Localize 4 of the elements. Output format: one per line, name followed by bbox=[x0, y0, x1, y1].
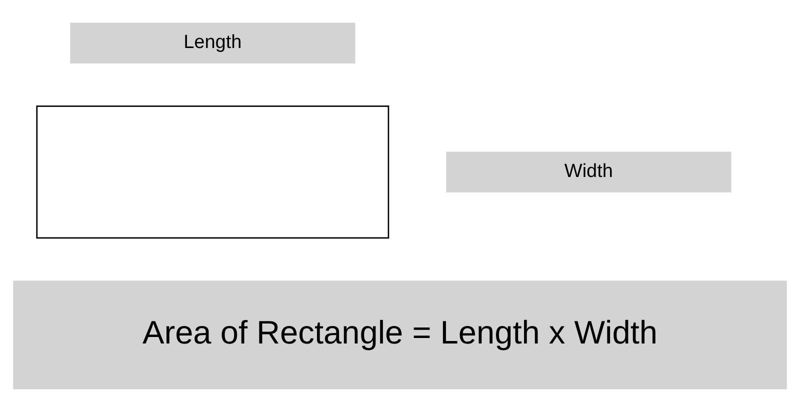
node-box bbox=[36, 105, 390, 238]
node-box: Width bbox=[446, 151, 732, 192]
node-box: Length bbox=[70, 22, 356, 63]
node-box: Area of Rectangle = Length x Width bbox=[13, 280, 787, 389]
